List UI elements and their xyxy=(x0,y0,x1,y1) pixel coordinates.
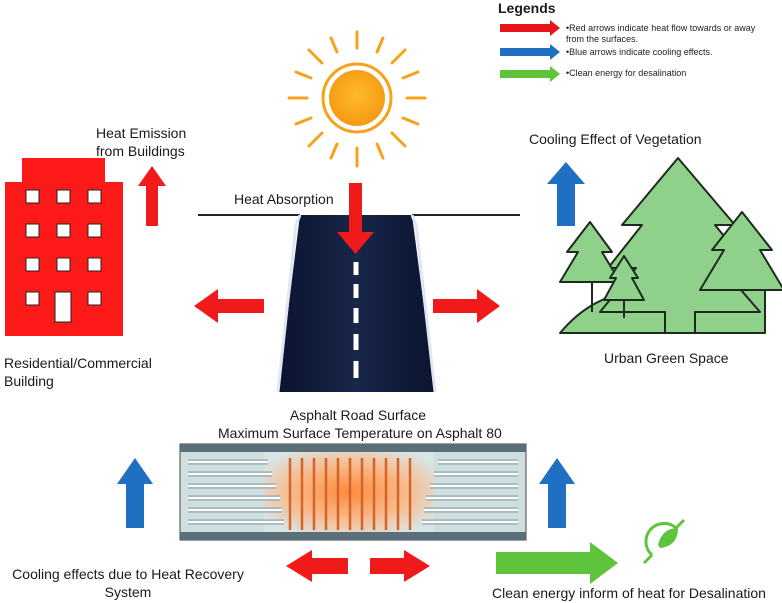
cooling-vegetation-label: Cooling Effect of Vegetation xyxy=(529,131,702,147)
building-label-line2: Building xyxy=(4,373,54,389)
legend-item-green: •Clean energy for desalination xyxy=(566,68,687,78)
heat-emission-arrow xyxy=(138,166,166,226)
heat-recovery-label: Cooling effects due to Heat Recovery Sys… xyxy=(8,565,248,601)
building-label-line1: Residential/Commercial xyxy=(4,355,152,371)
pipes-icon xyxy=(179,443,527,541)
heat-recovery-line1: Cooling effects due to Heat Recovery xyxy=(12,566,244,582)
heat-pipe-left-arrow xyxy=(286,550,348,582)
heat-emission-line1: Heat Emission xyxy=(96,125,187,141)
legend-item-red-line2: from the surfaces. xyxy=(566,34,639,44)
legend-item-red: •Red arrows indicate heat flow towards o… xyxy=(566,23,780,45)
heat-pipe-right-arrow xyxy=(370,550,430,582)
heat-absorption-arrow xyxy=(337,183,374,254)
legend-red-arrow xyxy=(500,20,560,36)
asphalt-label: Asphalt Road Surface Maximum Surface Tem… xyxy=(218,406,502,442)
trees-icon xyxy=(559,157,782,334)
legend-green-arrow xyxy=(500,66,560,82)
eco-plug-icon xyxy=(642,518,686,565)
heat-emission-line2: from Buildings xyxy=(96,143,185,159)
legend-item-red-line1: •Red arrows indicate heat flow towards o… xyxy=(566,23,756,33)
cooling-left-arrow xyxy=(117,458,153,528)
clean-energy-arrow xyxy=(496,542,618,584)
road-icon xyxy=(198,214,520,393)
legend-title: Legends xyxy=(498,0,556,16)
sun-icon xyxy=(287,30,427,168)
legend-arrows xyxy=(500,20,560,82)
heat-recovery-line2: System xyxy=(104,584,152,600)
green-space-label: Urban Green Space xyxy=(604,350,729,366)
legend-item-blue: •Blue arrows indicate cooling effects. xyxy=(566,47,713,57)
cooling-right-arrow xyxy=(539,458,575,528)
building-icon xyxy=(5,158,123,336)
cooling-arrows xyxy=(117,162,585,528)
cooling-vegetation-arrow xyxy=(547,162,585,226)
heat-left-arrow xyxy=(194,289,264,323)
clean-energy-label: Clean energy inform of heat for Desalina… xyxy=(492,585,766,601)
building-label: Residential/Commercial Building xyxy=(4,354,152,390)
asphalt-label-line1: Asphalt Road Surface xyxy=(289,407,427,423)
legend-blue-arrow xyxy=(500,44,560,60)
heat-absorption-label: Heat Absorption xyxy=(234,191,334,207)
heat-right-arrow xyxy=(433,289,500,323)
asphalt-label-line2: Maximum Surface Temperature on Asphalt 8… xyxy=(218,425,502,441)
heat-arrows xyxy=(138,166,500,582)
heat-emission-label: Heat Emission from Buildings xyxy=(96,124,186,160)
